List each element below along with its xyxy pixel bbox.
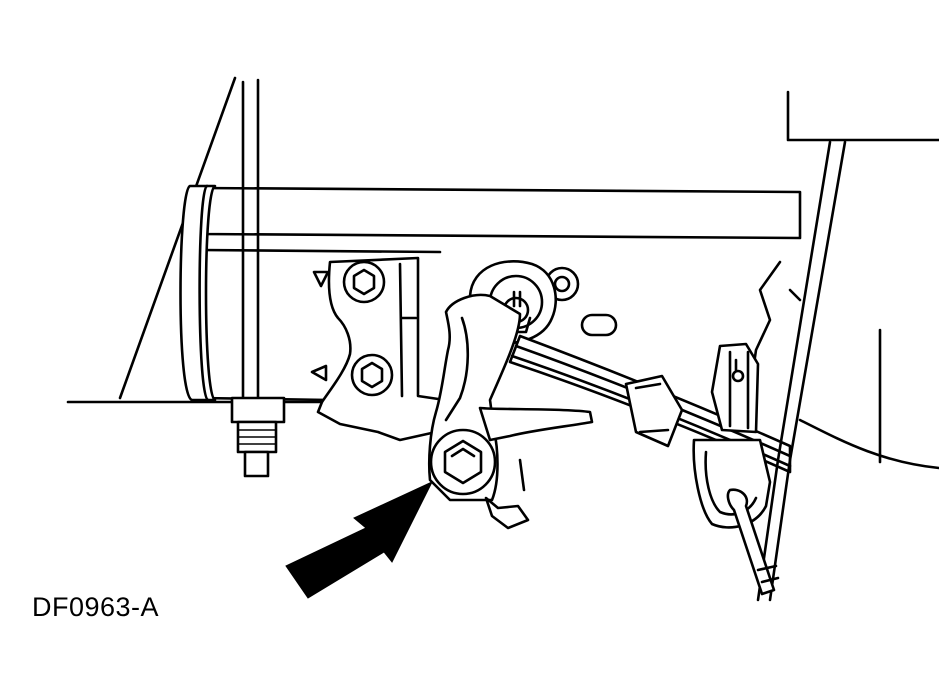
shackle-bracket <box>316 256 447 442</box>
brake-line-fitting <box>230 396 286 478</box>
frame-slot <box>580 313 618 337</box>
callout-arrow <box>285 480 434 599</box>
bracket-bolt-upper <box>342 260 386 304</box>
crossmember-end-cap <box>179 184 217 402</box>
body-panel-right <box>750 90 939 602</box>
parking-brake-cable <box>726 488 780 596</box>
brake-line <box>241 78 260 400</box>
spring-hanger-rear <box>692 342 772 529</box>
alignment-marker-upper <box>312 270 330 288</box>
spring-clip <box>624 374 684 448</box>
alignment-marker-lower <box>310 364 328 382</box>
shackle-bolt <box>429 428 497 496</box>
bracket-bolt-lower <box>350 353 394 397</box>
figure-id-label: DF0963-A <box>32 592 160 622</box>
